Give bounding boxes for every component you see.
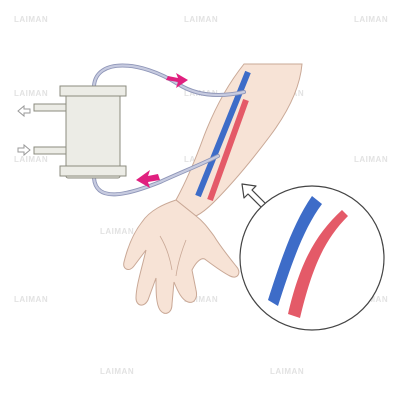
- machine-top-tab: [59, 85, 127, 97]
- magenta-flow-arrow-icon: [136, 170, 160, 188]
- zoom-vein: [268, 196, 322, 306]
- hollow-arrow-icon: [17, 104, 31, 118]
- hand-crease: [159, 235, 173, 271]
- watermark: LAIMAN: [354, 15, 388, 24]
- machine-port-lower: [33, 146, 69, 155]
- watermark: LAIMAN: [14, 89, 48, 98]
- hand: [123, 199, 240, 314]
- watermark: LAIMAN: [270, 367, 304, 376]
- watermark: LAIMAN: [100, 227, 134, 236]
- watermark: LAIMAN: [14, 155, 48, 164]
- watermark: LAIMAN: [184, 295, 218, 304]
- watermark: LAIMAN: [14, 15, 48, 24]
- artery: [207, 98, 249, 202]
- machine-bottom-tab: [59, 165, 127, 177]
- zoom-artery: [288, 210, 348, 318]
- watermark: LAIMAN: [14, 295, 48, 304]
- watermark: LAIMAN: [354, 155, 388, 164]
- machine-body: [65, 85, 121, 179]
- watermark: LAIMAN: [184, 15, 218, 24]
- zoom-detail: [239, 185, 385, 331]
- machine-port-upper: [33, 103, 69, 112]
- watermark: LAIMAN: [100, 367, 134, 376]
- venous-line-tube-inner: [92, 154, 220, 196]
- zoom-pointer-icon: [241, 183, 267, 209]
- hollow-arrow-icon: [17, 143, 31, 157]
- magenta-flow-arrow-icon: [166, 73, 188, 88]
- dialysis-machine: [33, 85, 127, 179]
- hand-crease: [175, 239, 187, 277]
